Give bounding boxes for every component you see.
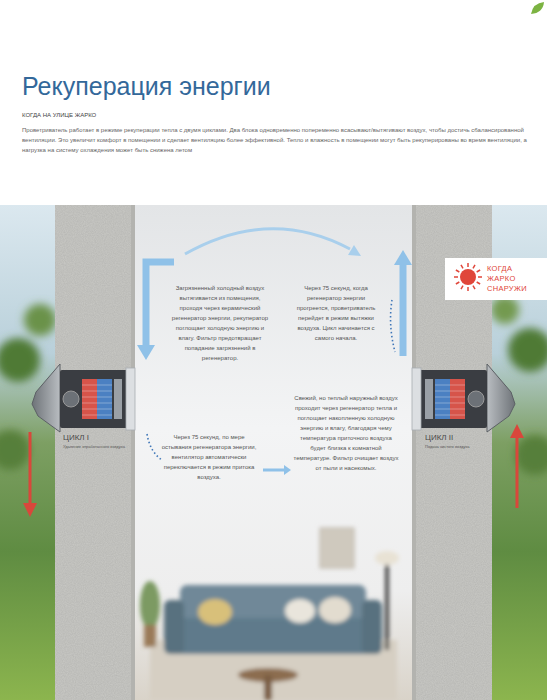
- sofa-arm: [362, 600, 382, 654]
- leaf-icon: [531, 2, 544, 14]
- regenerator-cells: [82, 385, 112, 415]
- sun-disc: [460, 269, 476, 285]
- step-text: Через 75 секунд, по мере остывания реген…: [160, 432, 258, 482]
- sun-ray: [456, 282, 459, 284]
- ventilator-unit: [32, 364, 135, 432]
- wall-edge: [412, 205, 416, 700]
- arrow-head: [23, 503, 37, 517]
- arrow-head: [348, 245, 361, 256]
- dotted-flow: [391, 300, 395, 352]
- sun-ray: [473, 265, 475, 268]
- intro-paragraph: Проветриватель работает в режиме рекупер…: [22, 125, 527, 155]
- sun-ray: [477, 270, 480, 272]
- plant-pot: [144, 625, 156, 647]
- airflow-arc: [185, 229, 350, 254]
- sun-ray: [478, 276, 482, 278]
- sofa-seat: [168, 618, 378, 654]
- sun-ray: [467, 287, 469, 291]
- sun-ray: [477, 282, 480, 284]
- room-interior: [135, 205, 412, 700]
- wall-left: [55, 205, 135, 700]
- cycle-label: ЦИКЛ II: [425, 433, 487, 443]
- airflow-arrow: [263, 469, 284, 472]
- badge-text: КОГДА ЖАРКО СНАРУЖИ: [487, 264, 541, 294]
- step-text: Через 75 секунд, когда регенератор энерг…: [290, 283, 382, 343]
- tree-blob: [0, 338, 40, 382]
- sun-ray: [461, 286, 463, 289]
- outer-hood: [32, 364, 60, 432]
- exhaust-arrow: [29, 432, 32, 505]
- pillow: [198, 599, 232, 625]
- tree-blob: [508, 328, 547, 372]
- tree-blob: [491, 296, 519, 324]
- sun-ray: [454, 276, 458, 278]
- wall-edge: [131, 205, 135, 700]
- sun-ray: [473, 286, 475, 289]
- filter: [114, 379, 122, 419]
- wall-texture: [55, 205, 135, 700]
- arrow-head: [137, 345, 155, 360]
- cycle-label: ЦИКЛ I: [63, 433, 129, 443]
- tree-blob: [24, 304, 56, 336]
- dotted-flow: [147, 434, 162, 460]
- step-text: Загрязненный холодный воздух вытягиваетс…: [168, 283, 272, 363]
- badge-box: КОГДА ЖАРКО СНАРУЖИ: [445, 258, 547, 300]
- sun-ray: [461, 265, 463, 268]
- page-title: Рекуперация энергии: [22, 72, 271, 101]
- airflow-arrow: [400, 264, 407, 356]
- sofa-arm: [164, 600, 184, 654]
- pillow: [285, 599, 315, 623]
- intake-arrow: [516, 436, 519, 508]
- inner-grille: [126, 368, 135, 430]
- arrow-head: [510, 424, 524, 438]
- wall-frame: [320, 528, 354, 568]
- airflow-arrow: [146, 262, 174, 346]
- sun-icon: [453, 262, 483, 292]
- cycle-caption: Удаление отработанного воздуха: [63, 444, 129, 449]
- tree-blob: [515, 435, 547, 475]
- subtitle: КОГДА НА УЛИЦЕ ЖАРКО: [22, 111, 322, 119]
- ventilator-unit: [412, 364, 515, 432]
- plant: [140, 581, 160, 629]
- unit-casing: [60, 370, 135, 428]
- arrow-head: [394, 250, 412, 265]
- table-leg: [264, 675, 272, 700]
- lamp-shade: [375, 551, 399, 565]
- step-text: Свежий, но теплый наружный воздух проход…: [293, 393, 399, 473]
- pillow: [319, 597, 351, 623]
- lamp-stand: [385, 560, 389, 650]
- sun-ray: [467, 263, 469, 267]
- fan: [63, 391, 79, 407]
- room-furniture: [140, 528, 399, 700]
- cycle-caption: Подача чистого воздуха: [425, 444, 487, 449]
- arrow-head: [284, 465, 291, 475]
- tree-blob: [0, 430, 30, 470]
- sun-ray: [456, 270, 459, 272]
